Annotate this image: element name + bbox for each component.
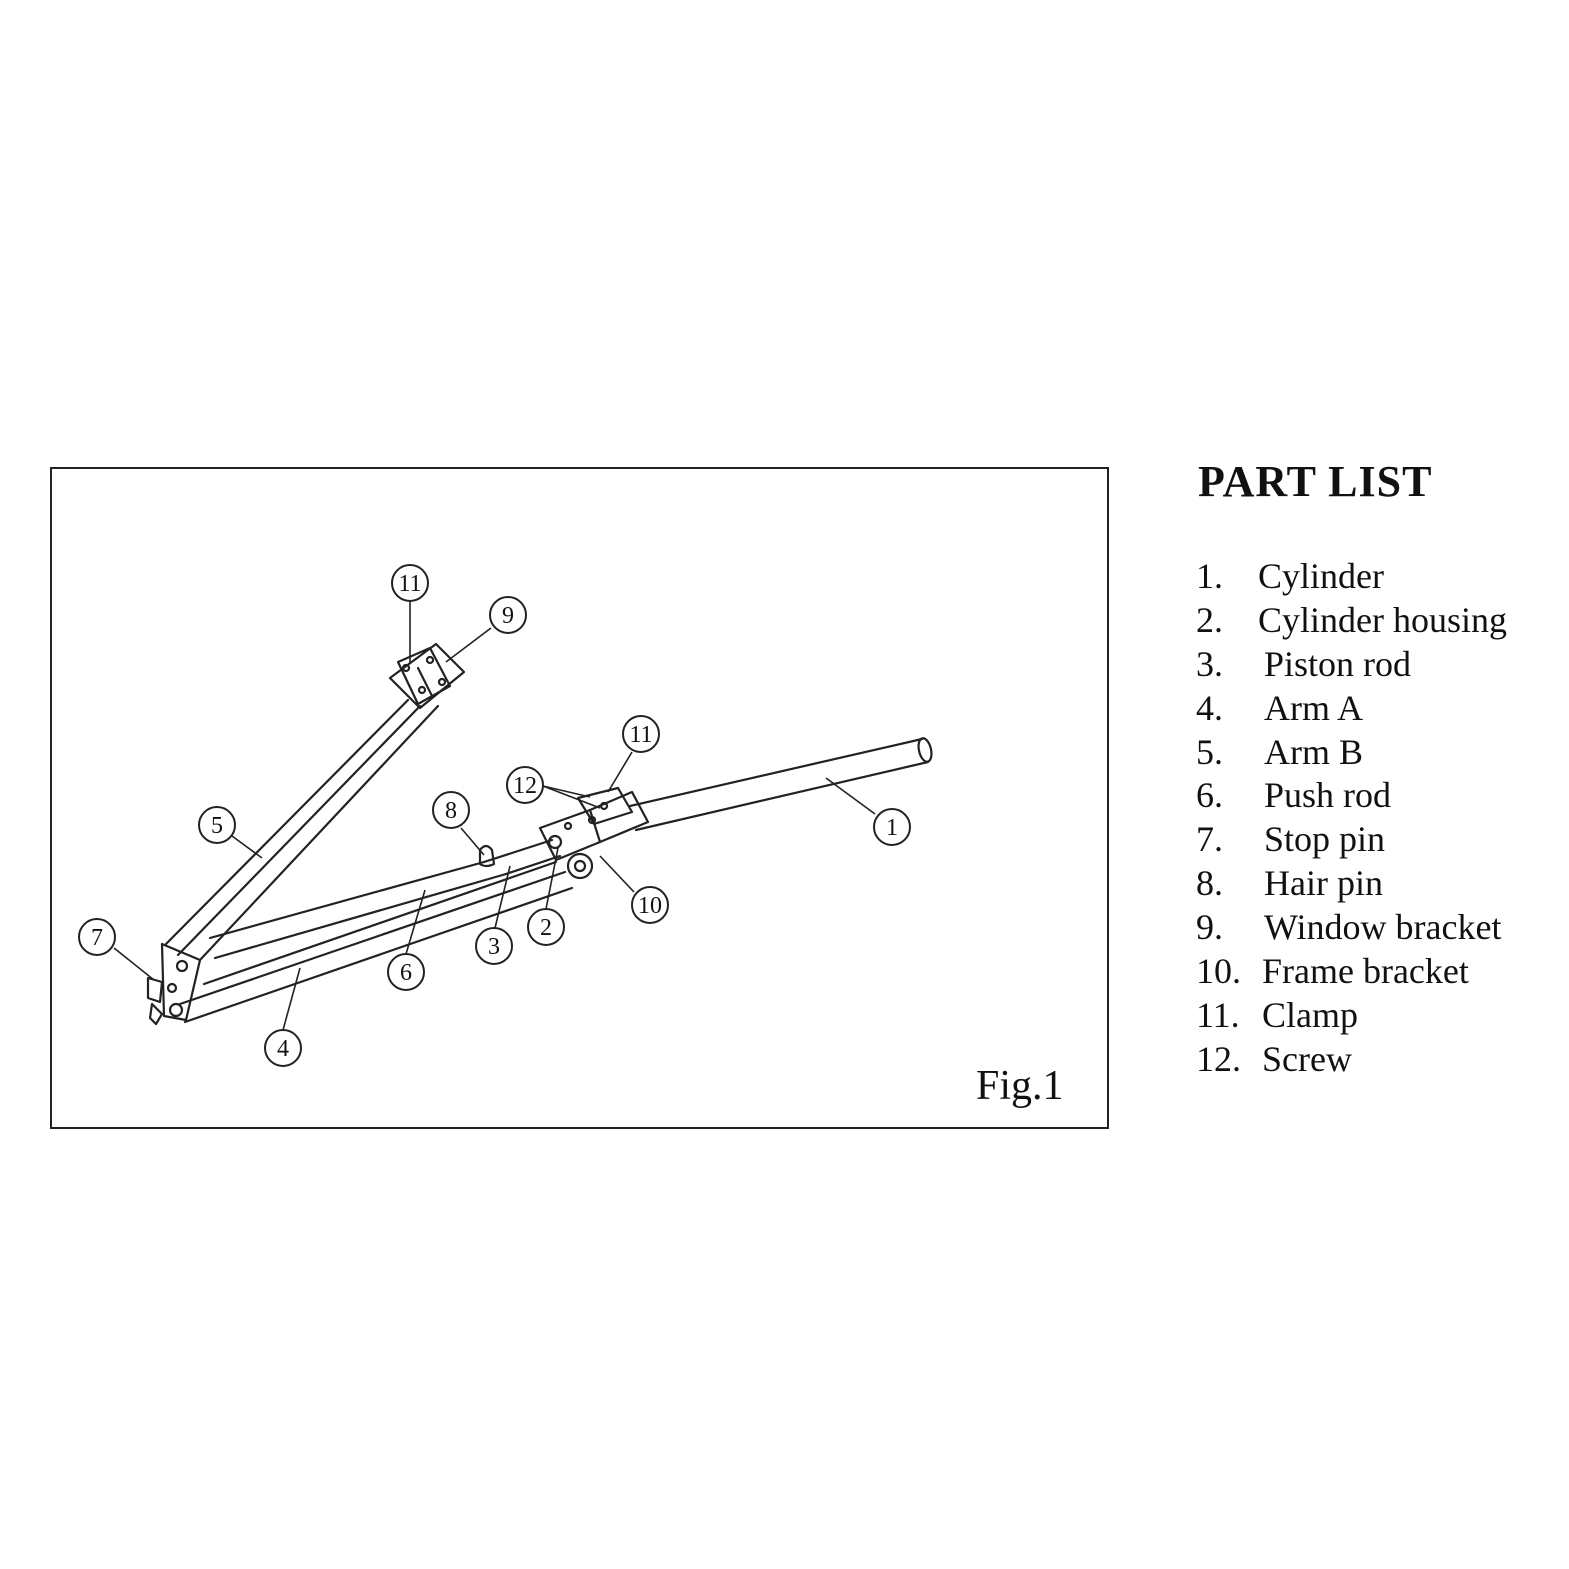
part-number: 6. xyxy=(1196,775,1223,816)
part-number: 8. xyxy=(1196,863,1223,904)
part-name: Push rod xyxy=(1264,775,1392,816)
window-bracket xyxy=(388,642,466,710)
part-name: Hair pin xyxy=(1264,863,1383,904)
part-name: Arm A xyxy=(1264,687,1363,728)
part-list: 1. Cylinder 2. Cylinder housing 3. Piston r… xyxy=(1196,555,1507,1082)
part-name: Window bracket xyxy=(1264,907,1502,948)
callout-12: 12 xyxy=(506,766,544,804)
part-number: 9. xyxy=(1196,907,1223,948)
part-list-title: PART LIST xyxy=(1198,457,1433,506)
frame-bracket-body xyxy=(538,786,650,880)
callout-9: 9 xyxy=(489,596,527,634)
callout-11b-label: 11 xyxy=(629,722,652,748)
part-number: 10. xyxy=(1196,951,1241,992)
callout-6: 6 xyxy=(387,953,425,991)
callout-9-label: 9 xyxy=(502,603,514,629)
callout-1: 1 xyxy=(873,808,911,846)
part-list-item: 2. Cylinder housing xyxy=(1196,599,1507,643)
part-name: Stop pin xyxy=(1264,819,1386,860)
callout-8-label: 8 xyxy=(445,798,457,824)
callout-5-label: 5 xyxy=(211,813,223,839)
part-number: 4. xyxy=(1196,687,1223,728)
leader-lines xyxy=(113,601,876,1031)
part-list-item: 11. Clamp xyxy=(1196,994,1507,1038)
callout-11a: 11 xyxy=(391,564,429,602)
callout-4-label: 4 xyxy=(277,1036,289,1062)
part-number: 5. xyxy=(1196,731,1223,772)
stop-pin xyxy=(146,976,164,1026)
callout-7: 7 xyxy=(78,918,116,956)
callout-1-label: 1 xyxy=(886,815,898,841)
push-rod xyxy=(208,838,562,960)
part-list-item: 5. Arm B xyxy=(1196,731,1507,775)
part-name: Arm B xyxy=(1264,731,1363,772)
part-name: Screw xyxy=(1262,1038,1352,1079)
part-list-item: 8. Hair pin xyxy=(1196,862,1507,906)
callout-5: 5 xyxy=(198,806,236,844)
part-list-item: 12. Screw xyxy=(1196,1038,1507,1082)
part-name: Cylinder xyxy=(1258,556,1384,596)
part-name: Cylinder housing xyxy=(1258,599,1507,640)
callout-10-label: 10 xyxy=(638,893,662,919)
callout-3-label: 3 xyxy=(488,934,500,960)
callout-2-label: 2 xyxy=(540,915,552,941)
callout-3: 3 xyxy=(475,927,513,965)
arm-a xyxy=(178,860,574,1024)
part-list-item: 9. Window bracket xyxy=(1196,906,1507,950)
cylinder xyxy=(628,737,933,832)
callout-11b: 11 xyxy=(622,715,660,753)
part-list-item: 1. Cylinder xyxy=(1196,555,1507,599)
part-number: 7. xyxy=(1196,819,1223,860)
part-number: 12. xyxy=(1196,1038,1241,1079)
assembly-diagram: 1 2 3 4 5 6 7 8 xyxy=(78,564,933,1067)
part-list-item: 3. Piston rod xyxy=(1196,643,1507,687)
figure-label: Fig.1 xyxy=(976,1063,1064,1109)
part-name: Clamp xyxy=(1262,994,1358,1035)
callout-6-label: 6 xyxy=(400,960,412,986)
callout-4: 4 xyxy=(264,1029,302,1067)
callout-7-label: 7 xyxy=(91,925,103,951)
callout-11a-label: 11 xyxy=(398,571,421,597)
part-name: Frame bracket xyxy=(1262,951,1469,992)
callout-10: 10 xyxy=(631,886,669,924)
callout-8: 8 xyxy=(432,791,470,829)
callout-2: 2 xyxy=(527,908,565,946)
part-list-item: 6. Push rod xyxy=(1196,774,1507,818)
part-number: 2. xyxy=(1196,599,1223,640)
part-list-item: 4. Arm A xyxy=(1196,687,1507,731)
callout-12-label: 12 xyxy=(513,773,537,799)
part-list-item: 10. Frame bracket xyxy=(1196,950,1507,994)
part-name: Piston rod xyxy=(1264,643,1412,684)
part-list-item: 7. Stop pin xyxy=(1196,818,1507,862)
part-number: 1. xyxy=(1196,556,1223,596)
part-number: 3. xyxy=(1196,643,1223,684)
figure-frame xyxy=(50,467,1109,1129)
arm-b xyxy=(160,698,440,1022)
part-number: 11. xyxy=(1196,994,1240,1035)
